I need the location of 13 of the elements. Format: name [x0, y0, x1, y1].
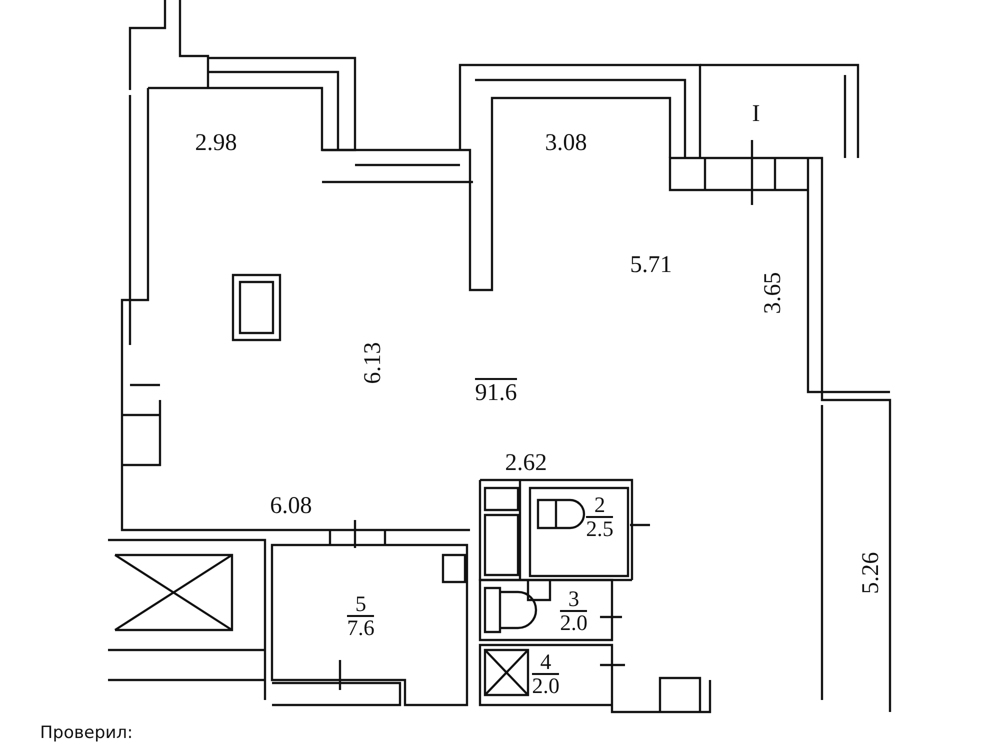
- dimension-label: 5.26: [858, 552, 884, 594]
- dimension-label: 3.08: [545, 130, 587, 156]
- dimension-label: 5.71: [630, 252, 672, 278]
- balcony-number: I: [752, 101, 760, 127]
- dimension-label: 2.98: [195, 130, 237, 156]
- room-number: 3: [560, 588, 588, 612]
- checked-by-note: Проверил:: [40, 722, 133, 745]
- dimension-label: 3.65: [760, 272, 786, 314]
- dimension-label: 6.13: [360, 342, 386, 384]
- room-number: 2: [586, 494, 614, 518]
- area-value: 91.6: [475, 378, 517, 406]
- dimension-label: 2.62: [505, 450, 547, 476]
- dimension-label: 6.08: [270, 493, 312, 519]
